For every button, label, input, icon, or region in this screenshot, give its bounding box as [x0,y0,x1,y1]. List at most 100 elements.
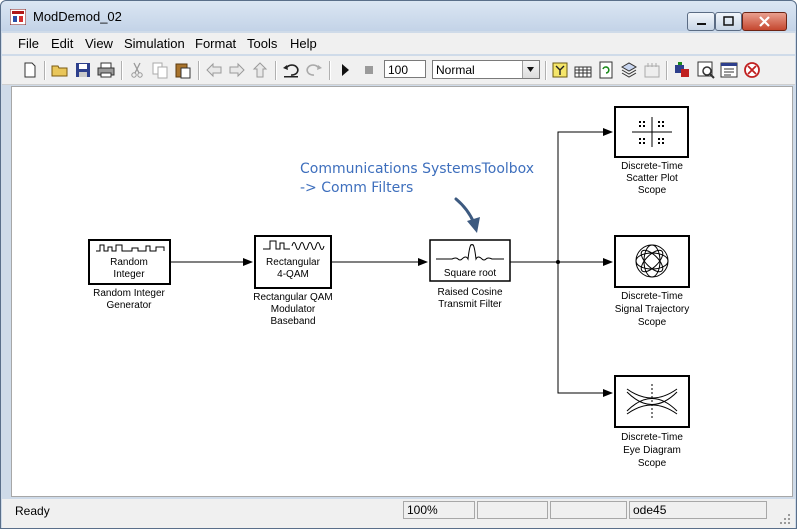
annotation-line[interactable]: -> Comm Filters [300,180,413,196]
up-arrow-icon [252,62,268,78]
play-icon [342,64,349,76]
status-ready: Ready [15,504,50,518]
new-model-button[interactable] [20,60,40,80]
signal-trajectory-scope-block[interactable] [614,235,690,288]
model-advisor-button[interactable] [672,60,692,80]
toolbar-separator [198,61,200,80]
copy-button[interactable] [150,60,170,80]
title-bar[interactable]: ModDemod_02 [1,1,796,31]
maximize-icon [723,16,734,26]
refresh-icon [599,61,613,79]
chevron-down-icon [527,67,534,72]
undo-button[interactable] [281,60,301,80]
block-caption: Raised Cosine [437,287,502,298]
random-integer-generator-block[interactable]: Random Integer [88,239,171,285]
menu-view[interactable]: View [85,36,113,51]
block-caption: Transmit Filter [438,299,502,310]
forward-button[interactable] [227,60,247,80]
update-diagram-button[interactable] [550,60,570,80]
block-diagram: Random Integer Random Integer Generator … [88,106,690,469]
print-button[interactable] [96,60,116,80]
scatter-plot-scope-block[interactable] [614,106,689,158]
maximize-button[interactable] [715,12,742,31]
menu-simulation[interactable]: Simulation [124,36,185,51]
toolbar-separator [666,61,668,80]
block-text: Random [110,257,148,268]
simulink-app-icon [10,9,26,25]
minimize-button[interactable] [687,12,715,31]
block-caption: Scope [638,458,667,469]
raised-cosine-filter-block[interactable]: Square root [429,239,511,282]
config-params-button[interactable] [719,60,739,80]
stop-time-input[interactable]: 100 [384,60,426,78]
cut-button[interactable] [127,60,147,80]
block-caption: Signal Trajectory [615,304,689,315]
menu-format[interactable]: Format [195,36,237,51]
menu-help[interactable]: Help [290,36,317,51]
paste-icon [175,63,191,79]
stop-icon [365,66,373,74]
constellation-dots [639,121,664,144]
block-text: 4-QAM [277,269,309,280]
library-icon [620,62,638,78]
toolbar: 100 Normal [2,56,795,85]
config-icon [720,62,738,78]
block-text: Integer [113,269,145,280]
debug-icon [644,63,660,78]
annotation-line[interactable]: Communications SystemsToolbox [300,161,534,177]
copy-icon [152,62,168,79]
close-icon [759,16,770,27]
minimize-icon [697,23,706,25]
block-caption: Modulator [271,304,316,315]
dropdown-arrow[interactable] [522,61,539,78]
redo-icon [306,64,322,76]
redo-button[interactable] [304,60,324,80]
close-button[interactable] [742,12,787,31]
model-advisor-icon [675,62,689,77]
trajectory-graphic [635,244,669,278]
sim-target-button[interactable] [742,60,762,80]
block-text: Square root [444,268,496,279]
build-icon [574,66,592,78]
back-button[interactable] [204,60,224,80]
block-text: Rectangular [266,257,321,268]
target-icon [744,62,760,78]
block-caption: Scatter Plot [626,173,678,184]
block-caption: Discrete-Time [621,161,683,172]
run-button[interactable] [335,60,355,80]
status-cell-empty [477,501,548,519]
signal-line-to-eye[interactable] [557,262,613,397]
eye-diagram-scope-block[interactable] [614,375,690,428]
save-button[interactable] [73,60,93,80]
rectangular-qam-modulator-block[interactable]: Rectangular 4-QAM [254,235,332,289]
toolbar-separator [44,61,46,80]
open-button[interactable] [50,60,70,80]
menu-tools[interactable]: Tools [247,36,278,51]
paste-button[interactable] [173,60,193,80]
refresh-button[interactable] [596,60,616,80]
menu-file[interactable]: File [18,36,39,51]
undo-icon [283,64,299,78]
signal-line-to-scatter[interactable] [557,128,613,262]
branch-point [556,260,560,264]
resize-grip-icon[interactable] [778,512,792,526]
model-canvas[interactable]: Random Integer Random Integer Generator … [11,86,793,497]
stop-button[interactable] [359,60,379,80]
block-caption: Scope [638,185,667,196]
toolbar-separator [121,61,123,80]
status-bar: Ready 100% ode45 [2,499,795,528]
block-caption: Random Integer [93,288,165,299]
simulation-mode-select[interactable]: Normal [432,60,540,79]
build-button[interactable] [573,60,593,80]
print-icon [97,62,115,78]
library-button[interactable] [619,60,639,80]
model-explorer-button[interactable] [696,60,716,80]
cut-icon [131,62,143,78]
signal-lines [170,128,613,397]
up-button[interactable] [250,60,270,80]
debug-button[interactable] [642,60,662,80]
menu-edit[interactable]: Edit [51,36,74,51]
open-folder-icon [51,65,68,77]
new-model-icon [24,62,36,78]
